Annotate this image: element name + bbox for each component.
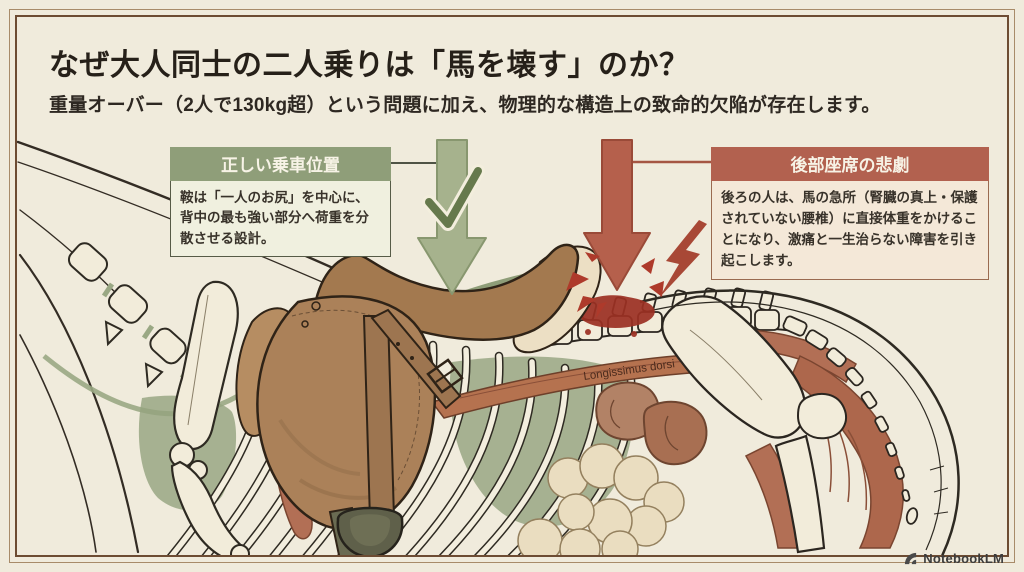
callout-rear-seat: 後部座席の悲劇 後ろの人は、馬の急所（腎臓の真上・保護されていない腰椎）に直接体… (711, 147, 989, 280)
callout-rear-seat-header: 後部座席の悲劇 (711, 147, 989, 181)
callout-correct-header: 正しい乗車位置 (170, 147, 391, 181)
kidneys (595, 381, 708, 466)
red-down-arrow (583, 139, 651, 291)
buckle (426, 358, 464, 394)
longissimus-dorsi-muscle: Longissimus dorsi (430, 353, 705, 419)
notebooklm-logo-icon (905, 552, 917, 565)
intestines (517, 443, 685, 555)
callout-rear-seat-body: 後ろの人は、馬の急所（腎臓の真上・保護されていない腰椎）に直接体重をかけることに… (711, 181, 989, 280)
callout-correct-body: 鞍は「一人のお尻」を中心に、背中の最も強い部分へ荷重を分散させる設計。 (170, 181, 391, 257)
tail-vertebrae (782, 315, 919, 525)
saddle (235, 243, 602, 555)
rump-outline (639, 289, 960, 555)
impact-burst (566, 252, 664, 318)
stirrup-leather (362, 315, 396, 522)
horse-anatomy-illustration: Longissimus dorsi (17, 139, 960, 555)
scapula-foreleg (169, 280, 250, 555)
page-title: なぜ大人同士の二人乗りは「馬を壊す」のか？ (49, 49, 690, 82)
bruise-splat (576, 295, 655, 337)
buckle-strap (370, 308, 462, 410)
page-subtitle: 重量オーバー（2人で130kg超）という問題に加え、物理的な構造上の致命的欠陥が… (49, 95, 881, 116)
saddle-flap (256, 295, 437, 531)
pelvis-femur (661, 295, 847, 554)
callout-correct-position: 正しい乗車位置 鞍は「一人のお尻」を中心に、背中の最も強い部分へ荷重を分散させる… (170, 147, 391, 257)
brand-footer: NotebookLM (903, 551, 1004, 566)
brand-name: NotebookLM (923, 551, 1004, 566)
annotation-graphics (391, 139, 711, 318)
lightning-icon (659, 220, 707, 298)
